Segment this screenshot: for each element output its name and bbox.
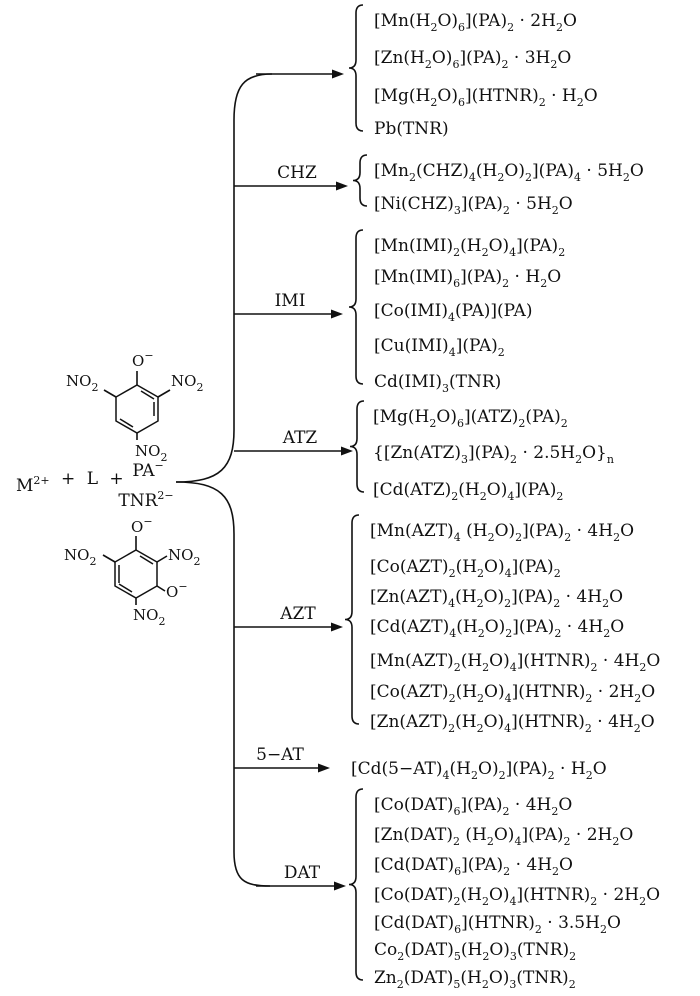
compound-formula: [Zn(AZT)2(H2O)4](HTNR)2 · 4H2O bbox=[370, 712, 655, 735]
compound-formula: [Zn(DAT)2 (H2O)4](PA)2 · 2H2O bbox=[374, 825, 633, 848]
ligand-label-group-2: IMI bbox=[275, 291, 306, 311]
picrate-bottom-nitro: NO2 bbox=[135, 442, 167, 464]
picrate-benzene-ring bbox=[115, 384, 159, 434]
branch-tree bbox=[175, 69, 353, 891]
compound-formula: [Co(AZT)2(H2O)4](HTNR)2 · 2H2O bbox=[370, 682, 655, 705]
compound-formula: [Cu(IMI)4](PA)2 bbox=[374, 336, 505, 359]
styphnate-benzene-ring bbox=[114, 549, 158, 599]
compound-formula: [Cd(5−AT)4(H2O)2](PA)2 · H2O bbox=[351, 759, 607, 782]
compound-formula: Co2(DAT)5(H2O)3(TNR)2 bbox=[374, 940, 576, 963]
ligand-placeholder: L bbox=[87, 469, 98, 489]
picrate-right-nitro: NO2 bbox=[171, 372, 203, 394]
arrowhead-group-4 bbox=[331, 622, 343, 632]
ligand-label-group-5: 5−AT bbox=[256, 745, 304, 765]
arrowhead-group-3 bbox=[341, 446, 353, 456]
product-group: [Mg(H2O)6](ATZ)2(PA)2 {[Zn(ATZ)3](PA)2 · … bbox=[349, 400, 614, 503]
product-group: [Mn2(CHZ)4(H2O)2](PA)4 · 5H2O [Ni(CHZ)3](… bbox=[352, 154, 644, 217]
group-brace bbox=[344, 514, 360, 725]
compound-formula: [Cd(DAT)6](HTNR)2 · 3.5H2O bbox=[374, 913, 621, 936]
product-group: [Cd(5−AT)4(H2O)2](PA)2 · H2O bbox=[351, 759, 607, 782]
styphnate-top-oxygen: O− bbox=[131, 515, 153, 536]
product-group: [Mn(IMI)2(H2O)4](PA)2 [Mn(IMI)6](PA)2 · H… bbox=[348, 229, 565, 395]
group-brace bbox=[348, 4, 364, 132]
styphnate-left-bond bbox=[102, 554, 116, 563]
plus-sign: + bbox=[109, 469, 123, 489]
lower-trunk bbox=[175, 481, 271, 887]
styphnate-anion-label: TNR2− bbox=[118, 489, 173, 511]
picrate-right-bond bbox=[157, 389, 171, 398]
compound-formula: [Cd(DAT)6](PA)2 · 4H2O bbox=[374, 855, 573, 878]
compound-formula: [Mn(IMI)6](PA)2 · H2O bbox=[374, 267, 561, 290]
compound-formula: [Co(IMI)4(PA)](PA) bbox=[374, 301, 532, 324]
compound-formula: {[Zn(ATZ)3](PA)2 · 2.5H2O}n bbox=[373, 443, 614, 466]
styphnate-right-nitro: NO2 bbox=[168, 546, 200, 568]
product-group: [Mn(AZT)4 (H2O)2](PA)2 · 4H2O [Co(AZT)2(H… bbox=[344, 514, 660, 735]
styphnate-structure: O− NO2 NO2 O− NO2 bbox=[64, 515, 200, 628]
picrate-oxygen-label: O− bbox=[132, 349, 154, 370]
product-group: [Mn(H2O)6](PA)2 · 2H2O [Zn(H2O)6](PA)2 · … bbox=[348, 4, 598, 139]
product-group: [Co(DAT)6](PA)2 · 4H2O [Zn(DAT)2 (H2O)4](… bbox=[348, 788, 660, 991]
compound-formula: [Mg(H2O)6](HTNR)2 · H2O bbox=[374, 86, 598, 109]
picrate-left-nitro: NO2 bbox=[66, 372, 98, 394]
group-brace bbox=[348, 229, 364, 385]
styphnate-left-nitro: NO2 bbox=[64, 546, 96, 568]
arrowhead-group-2 bbox=[331, 309, 343, 319]
arrowhead-group-5 bbox=[318, 763, 330, 773]
group-brace bbox=[349, 400, 365, 493]
picrate-anion-label: PA− bbox=[132, 459, 163, 481]
svg-text:M2+ + L +: M2+ + L + bbox=[16, 469, 124, 496]
compound-formula: [Cd(ATZ)2(H2O)4](PA)2 bbox=[373, 480, 563, 503]
compound-formula: [Co(DAT)6](PA)2 · 4H2O bbox=[374, 795, 572, 818]
compound-formula: [Mn(H2O)6](PA)2 · 2H2O bbox=[374, 11, 577, 34]
styphnate-side-oxygen: O− bbox=[166, 580, 188, 601]
upper-trunk bbox=[175, 73, 273, 483]
compound-formula: [Ni(CHZ)3](PA)2 · 5H2O bbox=[374, 194, 573, 217]
styphnate-bottom-nitro: NO2 bbox=[133, 606, 165, 628]
ligand-label-group-3: ATZ bbox=[282, 428, 318, 448]
styphnate-right-bond bbox=[156, 555, 168, 563]
compound-formula: [Co(AZT)2(H2O)4](PA)2 bbox=[370, 557, 561, 580]
product-groups: [Mn(H2O)6](PA)2 · 2H2O [Zn(H2O)6](PA)2 · … bbox=[344, 4, 660, 991]
compound-formula: [Mn2(CHZ)4(H2O)2](PA)4 · 5H2O bbox=[374, 161, 644, 184]
compound-formula: [Mg(H2O)6](ATZ)2(PA)2 bbox=[373, 407, 568, 430]
compound-formula: Zn2(DAT)5(H2O)3(TNR)2 bbox=[374, 968, 576, 991]
plus-sign: + bbox=[61, 469, 75, 489]
picrate-left-bond bbox=[103, 389, 117, 398]
compound-formula: [Cd(AZT)4(H2O)2](PA)2 · 4H2O bbox=[370, 617, 624, 640]
compound-formula: [Zn(AZT)4(H2O)2](PA)2 · 4H2O bbox=[370, 587, 623, 610]
compound-formula: Pb(TNR) bbox=[374, 119, 449, 139]
compound-formula: [Co(DAT)2(H2O)4](HTNR)2 · 2H2O bbox=[374, 885, 660, 908]
ligand-label-group-4: AZT bbox=[279, 604, 316, 624]
compound-formula: [Mn(AZT)4 (H2O)2](PA)2 · 4H2O bbox=[370, 521, 634, 544]
metal-ion-label: M2+ bbox=[16, 474, 50, 496]
ligand-label-group-1: CHZ bbox=[277, 163, 317, 183]
arrowhead-group-1 bbox=[336, 181, 348, 191]
compound-formula: [Zn(H2O)6](PA)2 · 3H2O bbox=[374, 48, 571, 71]
styphnate-side-o-bond bbox=[156, 585, 166, 592]
arrowhead-group-6 bbox=[334, 881, 346, 891]
ligand-label-group-6: DAT bbox=[284, 863, 321, 883]
group-brace bbox=[352, 154, 368, 207]
picrate-structure: O− NO2 NO2 NO2 bbox=[66, 349, 203, 464]
arrowhead-group-0 bbox=[332, 69, 344, 79]
group-brace bbox=[348, 788, 364, 981]
compound-formula: Cd(IMI)3(TNR) bbox=[374, 372, 501, 395]
compound-formula: [Mn(AZT)2(H2O)4](HTNR)2 · 4H2O bbox=[370, 651, 660, 674]
compound-formula: [Mn(IMI)2(H2O)4](PA)2 bbox=[374, 236, 565, 259]
reactant-equation: M2+ + L + PA− TNR2− bbox=[16, 459, 174, 511]
